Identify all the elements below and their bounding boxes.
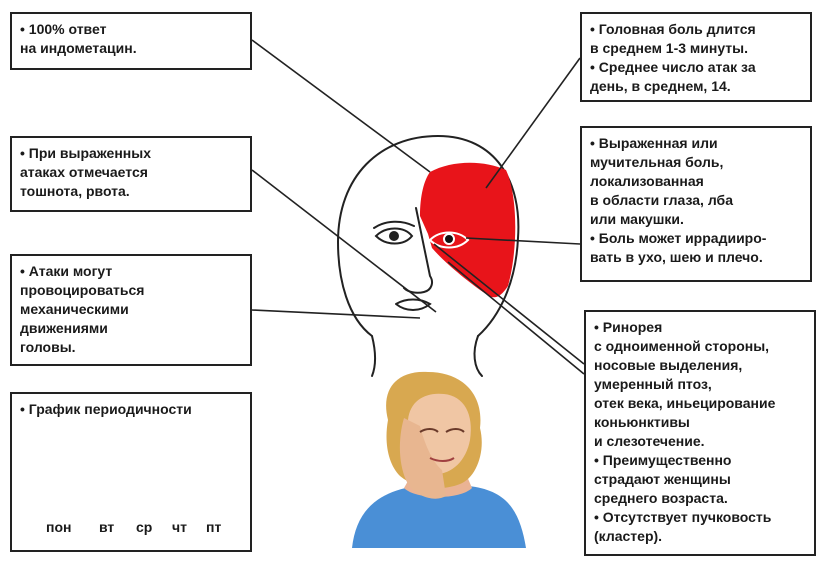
pain-line-2: мучительная боль, (590, 154, 724, 170)
symptoms-line-12: (кластер). (594, 528, 663, 544)
pain-region (420, 162, 516, 298)
pain-line-4: в области глаза, лба (590, 192, 733, 208)
pain-line-5: или макушки. (590, 211, 684, 227)
symptoms-line-5: отек века, иньецирование (594, 395, 776, 411)
symptoms-line-9: страдают женщины (594, 471, 731, 487)
pain-line-7: вать в ухо, шею и плечо. (590, 249, 763, 265)
symptoms-line-2: с одноименной стороны, (594, 338, 770, 354)
indomethacin-line-2: на индометацин. (20, 40, 137, 56)
pain-box: • Выраженная или мучительная боль, локал… (580, 126, 812, 282)
nausea-line-3: тошнота, рвота. (20, 183, 130, 199)
day-label-tue: вт (99, 519, 115, 535)
day-label-fri: пт (206, 519, 222, 535)
nausea-line-2: атаках отмечается (20, 164, 148, 180)
symptoms-line-3: носовые выделения, (594, 357, 743, 373)
pain-line-1: • Выраженная или (590, 135, 718, 151)
day-label-mon: пон (46, 519, 72, 535)
head-outline (336, 134, 520, 377)
indomethacin-line-1: • 100% ответ (20, 21, 107, 37)
indomethacin-box: • 100% ответ на индометацин. (10, 12, 252, 70)
symptoms-line-1: • Ринорея (594, 319, 663, 335)
nausea-box: • При выраженных атаках отмечается тошно… (10, 136, 252, 212)
duration-line-3: • Среднее число атак за (590, 59, 756, 75)
pain-line-3: локализованная (590, 173, 704, 189)
face-features (373, 207, 470, 311)
provoke-box: • Атаки могут провоцироваться механическ… (10, 254, 252, 366)
woman-illustration (352, 371, 526, 548)
connector-lines (251, 39, 585, 375)
provoke-line-1: • Атаки могут (20, 263, 113, 279)
duration-line-4: день, в среднем, 14. (590, 78, 731, 94)
symptoms-box: • Ринорея с одноименной стороны, носовые… (584, 310, 816, 556)
symptoms-line-11: • Отсутствует пучковость (594, 509, 772, 525)
duration-line-1: • Головная боль длится (590, 21, 756, 37)
symptoms-line-7: и слезотечение. (594, 433, 705, 449)
provoke-line-3: механическими (20, 301, 129, 317)
day-label-wed: ср (136, 519, 153, 535)
nausea-line-1: • При выраженных (20, 145, 151, 161)
provoke-line-5: головы. (20, 339, 76, 355)
chart-title: • График периодичности (20, 401, 192, 417)
provoke-line-2: провоцироваться (20, 282, 145, 298)
duration-line-2: в среднем 1-3 минуты. (590, 40, 749, 56)
duration-box: • Головная боль длится в среднем 1-3 мин… (580, 12, 812, 102)
chart-box: • График периодичности (10, 392, 252, 552)
symptoms-line-6: коньюнктивы (594, 414, 690, 430)
provoke-line-4: движениями (20, 320, 108, 336)
symptoms-line-4: умеренный птоз, (594, 376, 712, 392)
day-label-thu: чт (172, 519, 187, 535)
pain-line-6: • Боль может иррадиирo- (590, 230, 767, 246)
symptoms-line-10: среднего возраста. (594, 490, 728, 506)
symptoms-line-8: • Преимущественно (594, 452, 732, 468)
